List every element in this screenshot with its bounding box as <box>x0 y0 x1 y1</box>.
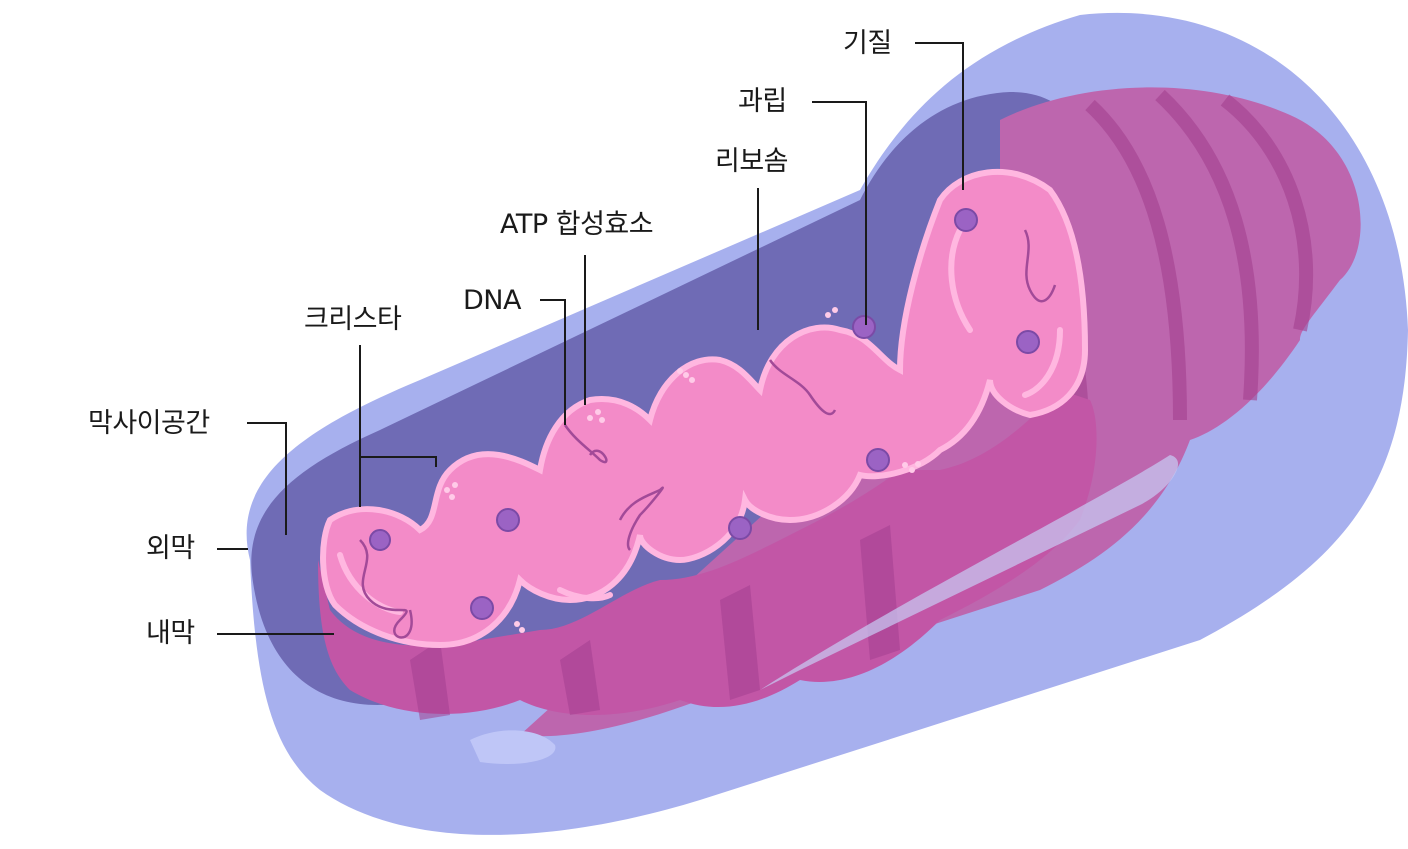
leader-dna <box>540 299 566 425</box>
label-granule: 과립 <box>738 86 787 117</box>
label-matrix: 기질 <box>843 28 892 59</box>
ribosomes <box>444 307 921 633</box>
label-atp-synthase: ATP 합성효소 <box>500 209 654 240</box>
label-dna: DNA <box>463 285 521 316</box>
leader-granule <box>812 101 867 325</box>
label-ribosome: 리보솜 <box>715 146 789 177</box>
label-intermembrane-space: 막사이공간 <box>88 408 210 439</box>
granules <box>369 208 1040 620</box>
inner-membrane-folds <box>410 525 900 720</box>
outer-membrane-highlight-2 <box>760 455 1179 690</box>
label-outer-membrane: 외막 <box>146 533 195 564</box>
leader-intermembrane-space <box>247 422 287 535</box>
outer-membrane-highlight <box>470 730 556 765</box>
dna-strands <box>359 229 1057 639</box>
label-cristae: 크리스타 <box>304 304 402 335</box>
leader-cristae-branch <box>360 456 437 467</box>
label-inner-membrane: 내막 <box>146 618 195 649</box>
leader-lines <box>217 42 964 635</box>
leader-matrix <box>915 42 964 190</box>
